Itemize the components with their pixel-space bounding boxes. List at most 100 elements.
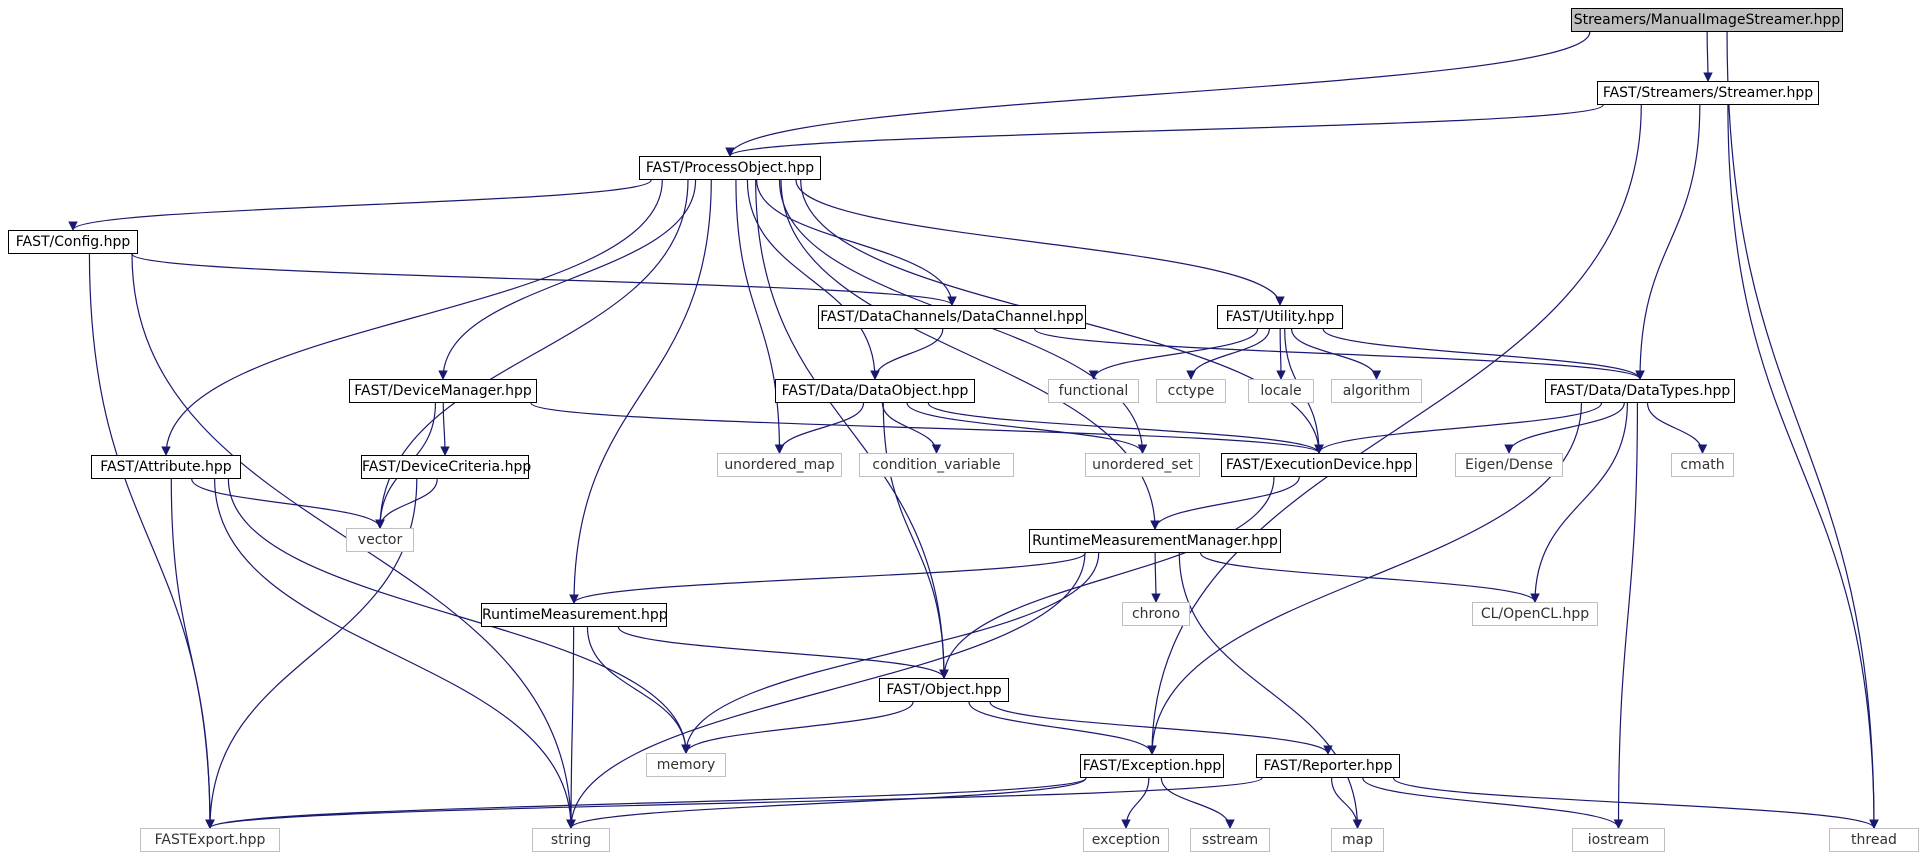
edge-rtm-to-string [566,626,576,829]
edge-processobject-to-utility [795,179,1285,306]
node-utility[interactable]: FAST/Utility.hpp [1217,305,1343,329]
edge-datatypes-to-execdevice [1314,402,1603,454]
edge-reporter-to-fastexport [205,777,1263,829]
edge-utility-to-functional [1088,328,1259,380]
edge-utility-to-datatypes [1322,328,1645,380]
edge-dataobject-to-unordered-set [906,402,1148,454]
edge-exception-hpp-to-string [566,777,1087,829]
edge-attribute-to-string [214,478,576,829]
edge-attribute-to-vector [191,478,385,529]
node-map: map [1331,828,1384,852]
edge-utility-to-locale [1276,328,1286,380]
node-opencl: CL/OpenCL.hpp [1472,602,1598,626]
edge-rtmm-to-opencl [1200,552,1540,603]
node-reporter[interactable]: FAST/Reporter.hpp [1256,754,1400,778]
edge-config-to-datachannel [131,253,957,306]
node-devicecriteria[interactable]: FAST/DeviceCriteria.hpp [361,455,531,479]
edge-datachannel-to-datatypes [1033,328,1645,380]
node-fastexport: FASTExport.hpp [140,828,280,852]
edge-rtmm-to-string [566,552,1086,829]
node-eigen: Eigen/Dense [1455,453,1563,477]
edge-datachannel-to-dataobject [870,328,944,380]
node-vector: vector [346,528,414,552]
edge-datatypes-to-cmath [1646,402,1708,454]
node-processobject[interactable]: FAST/ProcessObject.hpp [639,156,821,180]
edge-datatypes-to-iostream [1613,402,1639,829]
edge-reporter-to-thread [1392,777,1879,829]
edge-reporter-to-map [1330,777,1363,829]
edge-processobject-to-config [68,179,652,231]
edge-execdevice-to-rtmm [1150,476,1300,530]
edge-processobject-to-rtm [569,179,712,604]
edge-dataobject-to-object [882,402,949,679]
edge-rtmm-to-memory [681,552,1100,754]
node-exception: exception [1083,828,1169,852]
node-exception-hpp[interactable]: FAST/Exception.hpp [1080,754,1224,778]
node-rtmm[interactable]: RuntimeMeasurementManager.hpp [1029,529,1281,553]
node-streamer[interactable]: FAST/Streamers/Streamer.hpp [1597,81,1819,105]
edge-exception-hpp-to-fastexport [205,777,1087,829]
node-dataobject[interactable]: FAST/Data/DataObject.hpp [775,379,975,403]
node-config[interactable]: FAST/Config.hpp [8,230,138,254]
node-unordered-set: unordered_set [1085,453,1200,477]
edge-devicemanager-to-devicecriteria [440,402,450,456]
node-rtm[interactable]: RuntimeMeasurement.hpp [481,603,668,627]
node-devicemanager[interactable]: FAST/DeviceManager.hpp [349,379,537,403]
node-condvar: condition_variable [859,453,1014,477]
node-sstream: sstream [1190,828,1270,852]
node-attribute[interactable]: FAST/Attribute.hpp [91,455,241,479]
edge-attribute-to-memory [227,478,691,754]
edge-rtmm-to-rtm [569,552,1086,604]
edge-devicemanager-to-execdevice [530,402,1324,454]
edge-datatypes-to-eigen [1504,402,1625,454]
edge-devicecriteria-to-vector [375,478,438,529]
edge-processobject-to-devicemanager [438,179,697,380]
edge-datatypes-to-opencl [1530,402,1628,603]
edge-root-to-streamer [1703,31,1713,82]
node-chrono: chrono [1122,602,1190,626]
node-iostream: iostream [1572,828,1665,852]
node-execdevice[interactable]: FAST/ExecutionDevice.hpp [1221,453,1417,477]
edge-dataobject-to-unordered-map [774,402,865,454]
edge-object-to-exception-hpp [968,701,1157,755]
edge-processobject-to-object [755,179,949,679]
node-datatypes[interactable]: FAST/Data/DataTypes.hpp [1545,379,1735,403]
node-memory: memory [646,753,726,777]
edge-utility-to-algorithm [1290,328,1382,380]
edge-processobject-to-attribute [161,179,663,456]
edge-processobject-to-unordered-map [735,179,785,454]
edge-processobject-to-dataobject [746,179,880,380]
node-datachannel[interactable]: FAST/DataChannels/DataChannel.hpp [818,305,1086,329]
edge-execdevice-to-object [939,476,1275,679]
node-locale: locale [1248,379,1314,403]
edge-reporter-to-iostream [1362,777,1624,829]
edge-streamer-to-exception-hpp [1147,104,1642,755]
edge-attribute-to-fastexport [170,478,215,829]
edge-object-to-reporter [989,701,1333,755]
edge-dataobject-to-execdevice [927,402,1324,454]
edge-root-to-processobject [725,31,1591,157]
edge-dataobject-to-condvar [881,402,942,454]
node-root[interactable]: Streamers/ManualImageStreamer.hpp [1571,8,1843,32]
edge-config-to-fastexport [88,253,215,829]
edge-exception-hpp-to-exception [1121,777,1150,829]
edge-utility-to-cctype [1186,328,1270,380]
edge-object-to-memory [681,701,914,754]
node-unordered-map: unordered_map [717,453,842,477]
node-string: string [532,828,610,852]
edge-streamer-to-datatypes [1635,104,1701,380]
node-functional: functional [1048,379,1139,403]
edge-processobject-to-datachannel [756,179,957,306]
edge-streamer-to-thread [1727,104,1879,829]
edge-rtmm-to-chrono [1151,552,1161,603]
node-cmath: cmath [1671,453,1734,477]
edge-root-to-thread [1726,31,1879,829]
node-cctype: cctype [1156,379,1226,403]
node-algorithm: algorithm [1331,379,1422,403]
node-thread: thread [1829,828,1919,852]
node-object[interactable]: FAST/Object.hpp [879,678,1009,702]
edge-exception-hpp-to-sstream [1160,777,1235,829]
edge-streamer-to-processobject [725,104,1604,157]
